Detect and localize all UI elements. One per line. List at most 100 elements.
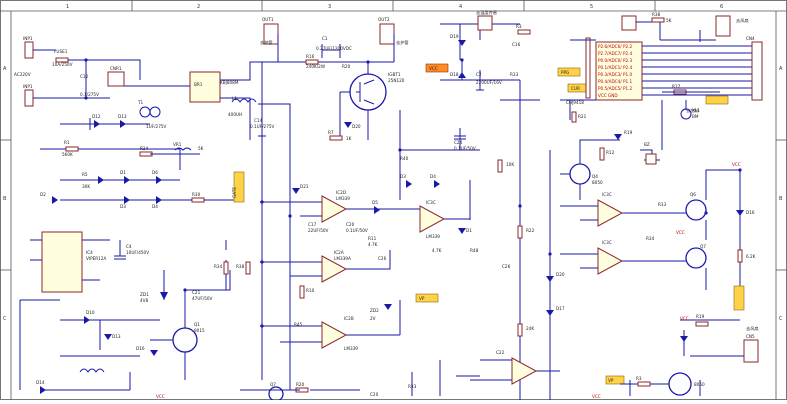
r30-label: R30 [192,192,201,197]
r24-label: R24 [140,146,149,151]
grid-row-a: A [3,66,7,72]
zd2-value: 2V [370,316,376,321]
cnr1-symbol [107,71,125,87]
grid-col-6: 6 [720,4,723,10]
q4-label: Q4 [592,174,598,179]
out2-desc: 去护管 [396,39,409,46]
r34b-label: R34 [646,236,655,241]
transistor-q4 [569,163,591,185]
c2-label: C2 [476,72,482,77]
low-voltage-supply: D19 D18 去温度传感 R3 C16 C2 2200UF/16V R33 [440,9,540,110]
ic2a-value: LM339A [334,256,351,261]
mcu-pin-6: P0.5/ADC5/ P1.2 [598,86,633,91]
cn6-desc: 去风扇 [736,17,749,24]
r5-label: R5 [82,172,88,177]
r11-label: R11 [368,236,377,241]
sensor-label: CHJ9418 [566,100,584,105]
d16-label: D16 [136,346,145,351]
connector-inp1-a [24,41,34,59]
c14-label: C14 [254,118,263,123]
bottom-center-misc: Q7 R20 C20 R33 VCC VCC [156,360,601,402]
igbt1-body [349,73,387,111]
r16-value: 240K/2W [306,64,325,69]
inductor-l1 [231,98,257,103]
igbt-power-stage: OUT1 去护管 OUT2 去护管 C1 0.27UF/1200VDC R16 … [260,17,409,141]
d6-label: D6 [152,170,158,175]
vcc-label-right: VCC [732,162,741,167]
ac220v-label: AC220V [14,72,31,77]
grid-row-b: B [3,196,7,202]
ic4-label: IC4 [86,250,93,255]
d19-label: D19 [450,34,459,39]
grid-row-c-right: C [779,316,783,322]
r38-value: 5K [666,18,672,23]
r34-label: R34 [214,264,223,269]
connector-out2 [379,23,395,45]
grid-row-b-right: B [779,196,783,202]
diode-d13 [120,120,126,128]
c24-value: 0.1UF/50V [454,146,476,151]
r7-value: 1K [346,136,352,141]
out2-label: OUT2 [378,17,390,22]
mcu-pinout-box [595,41,643,101]
c2-value: 2200UF/16V [476,80,502,85]
grid-row-a-right: A [779,66,783,72]
vcc-label-bl: VCC [156,394,165,399]
d3-label: D3 [120,204,126,209]
grid-col-4: 4 [459,4,462,10]
net-tag-vp [415,293,439,303]
signal-buses: R34 R38 R10 10K R22 24K D20 D17 [214,62,565,400]
connector-tag-fan [733,285,745,311]
ic3c-opamp [419,205,446,233]
diode-d18 [458,72,466,78]
vcc-label-bc: VCC [592,394,601,399]
xl1-label: XL1 [692,108,700,113]
c4-value: 10UF/450V [126,250,149,255]
c21-value: 47UF/50V [192,296,213,301]
fuse-value: 10A/250V [52,62,73,67]
r17-label: R17 [672,84,681,89]
inp1-label: INP1 [23,36,33,41]
zd1-label: ZD1 [140,292,149,297]
junction-dots [84,58,742,328]
c12-value: 0.1/275V [80,92,99,97]
out1-desc: 去护管 [260,39,273,46]
c7-value: 1UF/275V [146,124,167,129]
d16b-label: D16 [746,210,755,215]
connector-inp1-b [24,89,34,107]
connector-cn1 [477,15,493,31]
c17-value: 22UF/50V [308,228,329,233]
d1b-label: D1 [466,228,472,233]
igbt1-value: 25N120 [388,78,405,83]
resistor-r7 [329,135,343,141]
r30-value: 10K [506,162,514,167]
d20-label: D20 [352,124,361,129]
net-gate-text: GATE [232,187,237,198]
ic2a-opamp [321,255,348,283]
comparator-ic3: IC3C LM339 D3 D4 R40 C24 0.1UF/50V D1 4.… [399,128,511,269]
zd1-value: 4V8 [140,298,149,303]
right-opamp-2 [597,247,624,275]
r38-label: R38 [652,12,661,17]
d21-label: D21 [300,184,309,189]
q1-value: 9015 [194,328,205,333]
d14-label: D14 [36,380,45,385]
resistor-r1 [65,146,79,152]
d17-label: D17 [556,306,565,311]
c1-label: C1 [322,36,328,41]
transistor-q7 [685,247,707,269]
r19b-label: R19 [696,314,705,319]
net-cur-text: CUR [571,86,580,91]
r3-label: R3 [516,24,522,29]
right-comparators: IC3C IC3C Q4 8050 R19 R12 BZ Q6 Q7 VCC D… [560,130,756,311]
r6-value: 6.2K [746,254,756,259]
mcu-pin-5: P0.4/ADC4/ P1.1 [598,79,633,84]
mcu-connector-block: P2.6/ADC6/ P2.2 P2.7/ADC7/ P2.4 P0.0/ADC… [560,36,763,123]
d13-label: D13 [118,114,127,119]
mcu-pin-4: P0.3/ADC3/ P1.0 [598,72,633,77]
q1-label: Q1 [194,322,200,327]
c1-value: 0.27UF/1200VDC [316,46,352,51]
transistor-q8 [668,372,692,396]
bridge-rectifier-br1 [189,71,221,103]
